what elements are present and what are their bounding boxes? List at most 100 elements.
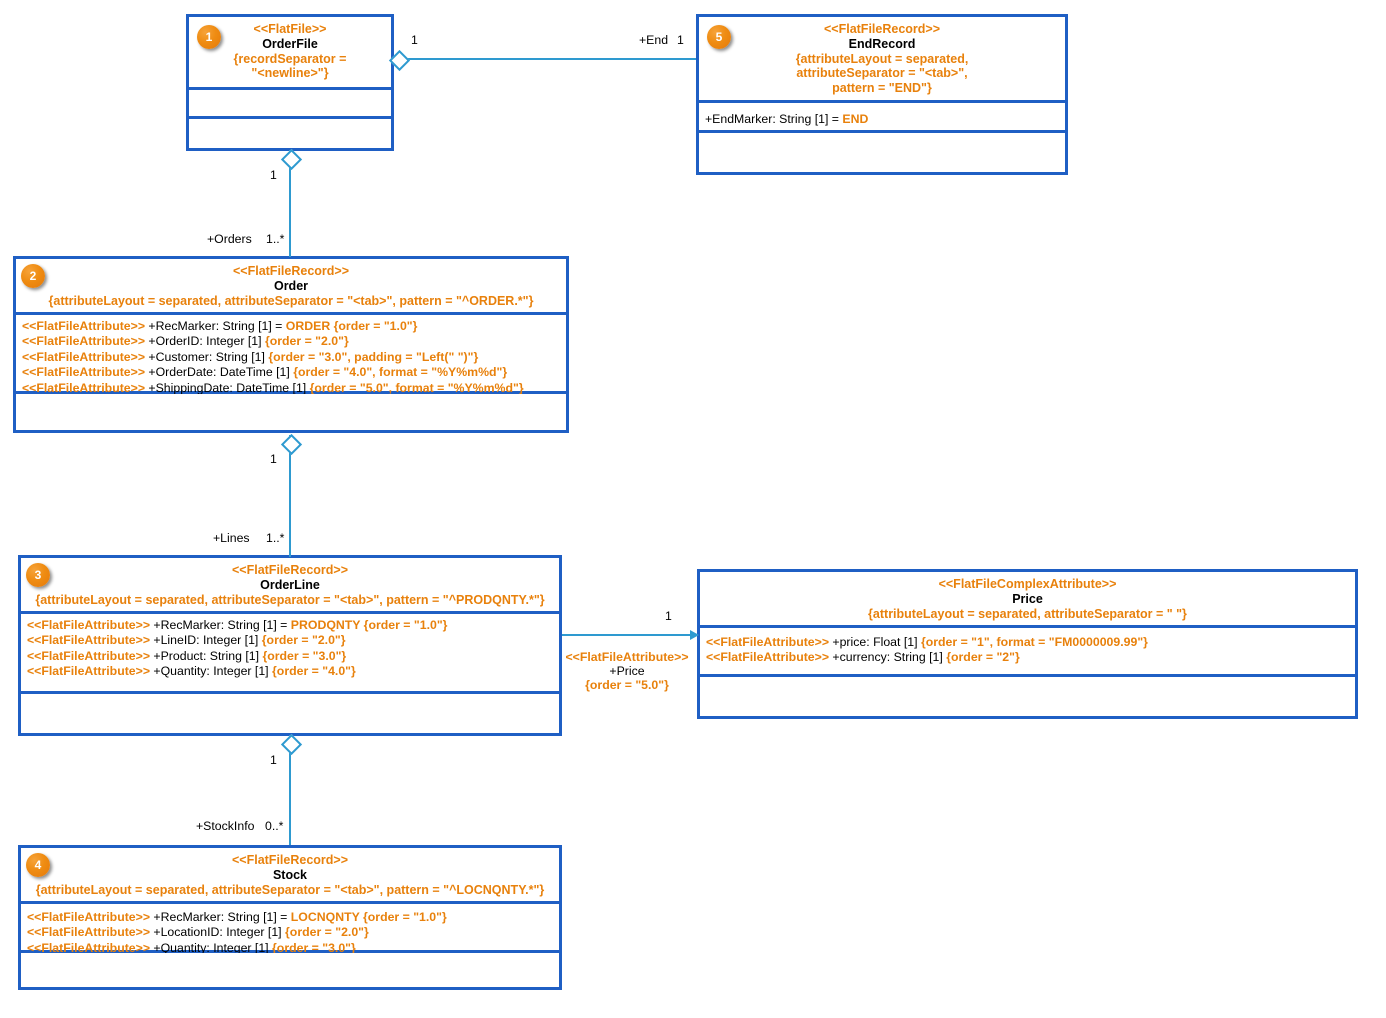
role-label-orders: +Orders [207, 232, 252, 246]
attribute-stereotype: <<FlatFileAttribute>> [27, 940, 150, 955]
operations-compartment-order [16, 394, 566, 427]
price-connector-label: <<FlatFileAttribute>> +Price {order = "5… [562, 650, 692, 692]
operations-compartment-price [700, 677, 1355, 716]
stereotype-order: <<FlatFileRecord>> [232, 264, 350, 278]
attribute-order: {order = "2.0"} [261, 633, 346, 648]
multiplicity-order-lines-source: 1 [270, 452, 277, 466]
class-box-price[interactable]: <<FlatFileComplexAttribute>> Price {attr… [697, 569, 1358, 719]
class-header-orderfile: <<FlatFile>> OrderFile {recordSeparator … [189, 17, 391, 90]
aggregation-diamond-orderline-stockinfo [280, 733, 303, 756]
aggregation-diamond-orderfile-orders [280, 148, 303, 171]
attribute-row: +EndMarker: String [1] = END [705, 107, 1061, 127]
multiplicity-file-orders-source: 1 [270, 168, 277, 182]
attribute-order: {order = "1", format = "FM0000009.99"} [920, 635, 1148, 649]
attribute-name: +EndMarker: String [1] = [705, 112, 843, 126]
attribute-row: <<FlatFileAttribute>> +RecMarker: String… [22, 319, 562, 334]
props-orderline: {attributeLayout = separated, attributeS… [35, 592, 545, 607]
attributes-compartment-price: <<FlatFileAttribute>> +price: Float [1] … [700, 628, 1355, 677]
attribute-order: {order = "2.0"} [285, 925, 369, 940]
badge-stock: 4 [26, 853, 50, 877]
price-connector-role: +Price [609, 664, 645, 678]
attribute-row: <<FlatFileAttribute>> +Customer: String … [22, 350, 562, 365]
attribute-order: {order = "2.0"} [264, 334, 349, 349]
attribute-stereotype: <<FlatFileAttribute>> [27, 925, 150, 940]
attribute-order: {order = "4.0"} [272, 664, 356, 679]
attribute-name: +ShippingDate: DateTime [1] [145, 380, 310, 395]
price-connector-stereotype: <<FlatFileAttribute>> [565, 650, 689, 664]
attribute-row: <<FlatFileAttribute>> +Product: String [… [27, 649, 555, 664]
attribute-order: PRODQNTY {order = "1.0"} [290, 618, 448, 632]
props-endrecord: {attributeLayout = separated, attributeS… [795, 51, 969, 96]
attribute-order: {order = "3.0"} [272, 940, 356, 955]
multiplicity-line-stock-target: 0..* [265, 819, 284, 833]
classname-orderfile: OrderFile [262, 36, 318, 51]
attribute-stereotype: <<FlatFileAttribute>> [27, 664, 150, 679]
attribute-order: LOCNQNTY {order = "1.0"} [290, 910, 447, 924]
stereotype-orderline: <<FlatFileRecord>> [231, 563, 349, 577]
multiplicity-line-price: 1 [665, 609, 672, 623]
attribute-stereotype: <<FlatFileAttribute>> [22, 365, 145, 380]
operations-compartment-orderfile [189, 119, 391, 148]
attribute-stereotype: <<FlatFileAttribute>> [27, 633, 150, 648]
multiplicity-file-end-target: 1 [677, 33, 684, 47]
stereotype-orderfile: <<FlatFile>> [253, 22, 327, 36]
attribute-stereotype: <<FlatFileAttribute>> [27, 910, 150, 924]
class-box-orderline[interactable]: 3 <<FlatFileRecord>> OrderLine {attribut… [18, 555, 562, 736]
attributes-compartment-stock: <<FlatFileAttribute>> +RecMarker: String… [21, 904, 559, 955]
attribute-row: <<FlatFileAttribute>> +currency: String … [706, 650, 1351, 665]
attribute-row: <<FlatFileAttribute>> +RecMarker: String… [27, 908, 555, 925]
multiplicity-file-end-source: 1 [411, 33, 418, 47]
attribute-stereotype: <<FlatFileAttribute>> [22, 334, 145, 349]
attribute-row: <<FlatFileAttribute>> +price: Float [1] … [706, 632, 1351, 650]
attribute-row: <<FlatFileAttribute>> +OrderID: Integer … [22, 334, 562, 349]
classname-stock: Stock [272, 867, 308, 882]
aggregation-diamond-order-lines [280, 433, 303, 456]
attribute-order: ORDER {order = "1.0"} [285, 319, 418, 333]
role-label-stockinfo: +StockInfo [196, 819, 255, 833]
role-label-end: +End [639, 33, 669, 47]
class-header-order: <<FlatFileRecord>> Order {attributeLayou… [16, 259, 566, 315]
multiplicity-order-lines-target: 1..* [266, 531, 285, 545]
attribute-name: +currency: String [1] [829, 650, 947, 665]
price-connector-order: {order = "5.0"} [585, 678, 669, 692]
attribute-name: +Quantity: Integer [1] [150, 664, 273, 679]
attribute-name: +RecMarker: String [1] = [150, 910, 291, 924]
badge-endrecord: 5 [707, 25, 731, 49]
class-box-orderfile[interactable]: 1 <<FlatFile>> OrderFile {recordSeparato… [186, 14, 394, 151]
class-box-endrecord[interactable]: 5 <<FlatFileRecord>> EndRecord {attribut… [696, 14, 1068, 175]
props-price: {attributeLayout = separated, attributeS… [868, 606, 1187, 621]
connector-orderfile-order[interactable] [289, 150, 291, 257]
classname-price: Price [1012, 591, 1043, 606]
class-header-endrecord: <<FlatFileRecord>> EndRecord {attributeL… [699, 17, 1065, 103]
attribute-name: +RecMarker: String [1] = [150, 618, 291, 632]
attribute-stereotype: <<FlatFileAttribute>> [27, 618, 150, 632]
class-box-stock[interactable]: 4 <<FlatFileRecord>> Stock {attributeLay… [18, 845, 562, 990]
attributes-compartment-order: <<FlatFileAttribute>> +RecMarker: String… [16, 315, 566, 395]
badge-orderline: 3 [26, 563, 50, 587]
attribute-order: END [842, 112, 869, 126]
attribute-order: {order = "3.0"} [262, 648, 347, 663]
attribute-name: +OrderID: Integer [1] [145, 334, 265, 349]
attribute-stereotype: <<FlatFileAttribute>> [22, 319, 145, 333]
stereotype-price: <<FlatFileComplexAttribute>> [938, 577, 1117, 591]
props-stock: {attributeLayout = separated, attributeS… [35, 882, 545, 897]
badge-order: 2 [21, 264, 45, 288]
connector-order-orderline[interactable] [289, 435, 291, 557]
attribute-stereotype: <<FlatFileAttribute>> [706, 650, 829, 665]
class-box-order[interactable]: 2 <<FlatFileRecord>> Order {attributeLay… [13, 256, 569, 433]
attribute-name: +LocationID: Integer [1] [150, 925, 286, 940]
connector-orderline-stock[interactable] [289, 735, 291, 845]
connector-orderfile-endrecord[interactable] [400, 58, 696, 60]
props-orderfile: {recordSeparator = "<newline>"} [233, 51, 347, 81]
attribute-row: <<FlatFileAttribute>> +RecMarker: String… [27, 618, 555, 633]
attribute-row: <<FlatFileAttribute>> +OrderDate: DateTi… [22, 365, 562, 380]
attribute-stereotype: <<FlatFileAttribute>> [706, 635, 829, 649]
attribute-name: +price: Float [1] [829, 635, 921, 649]
class-header-stock: <<FlatFileRecord>> Stock {attributeLayou… [21, 848, 559, 904]
badge-orderfile: 1 [197, 25, 221, 49]
connector-orderline-price[interactable] [562, 634, 692, 636]
classname-endrecord: EndRecord [848, 36, 916, 51]
attribute-name: +Quantity: Integer [1] [150, 940, 273, 955]
multiplicity-file-orders-target: 1..* [266, 232, 285, 246]
attribute-name: +Product: String [1] [150, 648, 263, 663]
